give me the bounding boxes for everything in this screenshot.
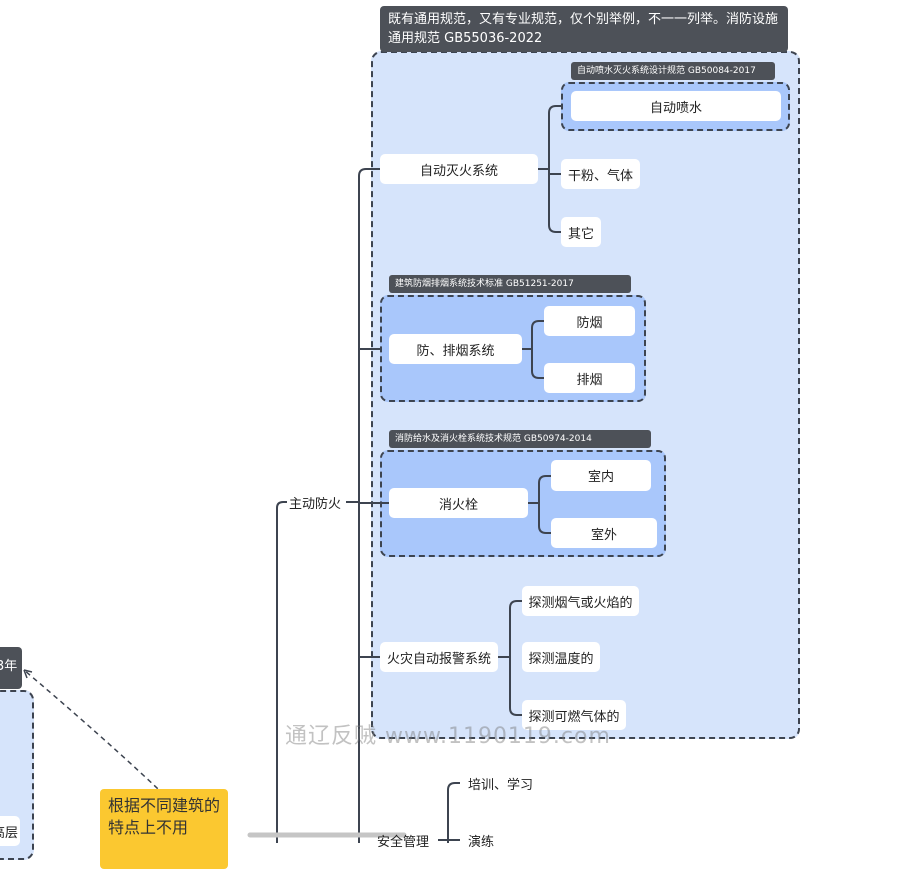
left-partial-tag[interactable]: 3年	[0, 647, 22, 689]
watermark: 通辽反贼 www.1190119.com	[285, 724, 611, 749]
node-training[interactable]: 培训、学习	[468, 778, 534, 793]
node-smoke-control[interactable]: 防、排烟系统	[389, 334, 522, 364]
node-detect-smoke-flame[interactable]: 探测烟气或火焰的	[522, 586, 639, 616]
node-smoke-exhaust[interactable]: 排烟	[544, 363, 635, 393]
left-partial-node[interactable]: 高层	[0, 816, 20, 846]
sticky-note[interactable]: 根据不同建筑的特点上不用	[100, 789, 228, 869]
sprinkler-standard-tag[interactable]: 自动喷水灭火系统设计规范 GB50084-2017	[571, 62, 775, 80]
node-dry-powder-gas[interactable]: 干粉、气体	[561, 159, 640, 189]
node-detect-gas[interactable]: 探测可燃气体的	[522, 700, 626, 730]
node-detect-temperature[interactable]: 探测温度的	[522, 642, 600, 672]
node-smoke-prevention[interactable]: 防烟	[544, 306, 635, 336]
node-drill[interactable]: 演练	[468, 835, 495, 850]
node-indoor[interactable]: 室内	[551, 460, 651, 491]
node-sprinkler[interactable]: 自动喷水	[571, 91, 781, 121]
smoke-standard-tag[interactable]: 建筑防烟排烟系统技术标准 GB51251-2017	[389, 275, 631, 293]
top-note[interactable]: 既有通用规范，又有专业规范，仅个别举例，不一一列举。消防设施通用规范 GB550…	[380, 6, 788, 52]
node-hydrant[interactable]: 消火栓	[389, 488, 528, 518]
node-safety-management[interactable]: 安全管理	[377, 835, 430, 850]
node-fire-alarm[interactable]: 火灾自动报警系统	[380, 642, 498, 672]
main-branch-label[interactable]: 主动防火	[289, 497, 342, 512]
connector-lines	[23, 105, 561, 843]
node-outdoor[interactable]: 室外	[551, 518, 657, 548]
node-auto-extinguish[interactable]: 自动灭火系统	[380, 154, 538, 184]
hydrant-standard-tag[interactable]: 消防给水及消火栓系统技术规范 GB50974-2014	[389, 430, 651, 448]
node-other[interactable]: 其它	[561, 217, 601, 247]
left-partial-node-label: 高层	[0, 825, 18, 841]
